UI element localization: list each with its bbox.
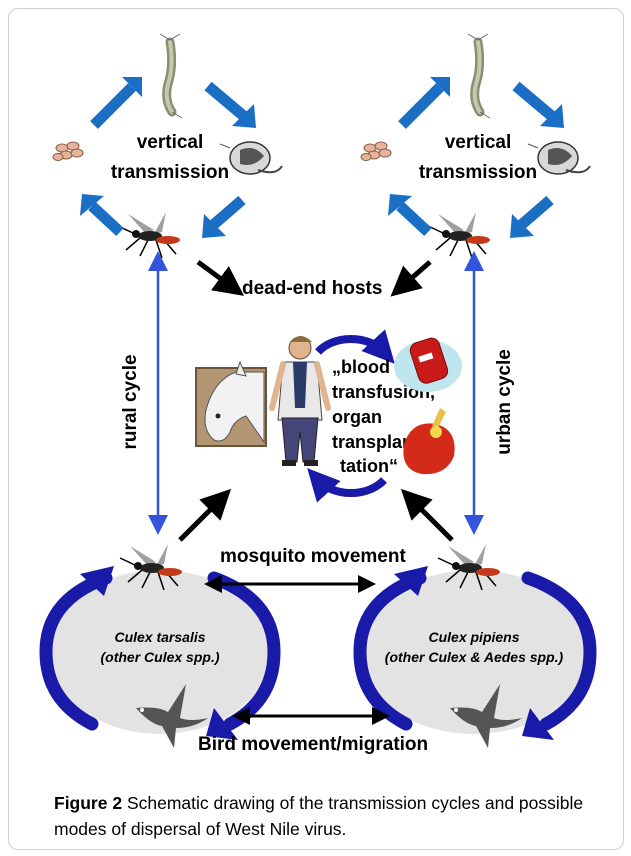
bird-movement-label: Bird movement/migration	[198, 734, 428, 755]
vertical-label-left-2: transmission	[111, 162, 229, 183]
larva-icon	[160, 34, 182, 118]
human-icon	[269, 336, 331, 466]
organ-label-3: tation“	[340, 456, 398, 476]
arrow-to-dead-end-left	[196, 259, 245, 296]
mosquito-icon	[427, 211, 491, 259]
mosquito-icon	[117, 211, 181, 259]
caption-text: Schematic drawing of the transmission cy…	[54, 793, 584, 839]
arrow-human-top	[315, 329, 395, 364]
vertical-label-left-1: vertical	[137, 132, 204, 153]
horse-icon	[195, 360, 267, 447]
blood-bag-icon	[394, 337, 462, 392]
culex-tarsalis-label: Culex tarsalis	[114, 629, 205, 645]
culex-pipiens-label: Culex pipiens	[428, 629, 519, 645]
dead-end-hosts-label: dead-end hosts	[242, 278, 382, 299]
blood-label-1: „blood	[332, 357, 390, 377]
vertical-label-right-2: transmission	[419, 162, 537, 183]
vertical-label-right-1: vertical	[445, 132, 512, 153]
pupa-icon	[527, 141, 591, 175]
transmission-diagram: vertical transmission vertical transmiss…	[39, 0, 597, 755]
figure-caption: Figure 2 Schematic drawing of the transm…	[54, 790, 614, 842]
rural-cycle-ellipse: Culex tarsalis (other Culex spp.)	[39, 566, 281, 740]
rural-cycle-label: rural cycle	[120, 354, 141, 449]
urban-cycle-ellipse: Culex pipiens (other Culex & Aedes spp.)	[353, 566, 597, 740]
larva-icon	[468, 34, 490, 118]
kidney-icon	[403, 408, 455, 475]
mosquito-movement-label: mosquito movement	[220, 546, 406, 567]
organ-label-2: transplan-	[332, 432, 419, 452]
culex-tarsalis-sub: (other Culex spp.)	[100, 649, 219, 665]
vertical-cycle-right: vertical transmission	[360, 34, 591, 259]
arrow-to-dead-end-right	[390, 260, 432, 297]
arrow-human-bottom	[307, 468, 387, 503]
organ-label-1: organ	[332, 407, 382, 427]
egg-cluster-icon	[360, 141, 392, 161]
culex-pipiens-sub: (other Culex & Aedes spp.)	[385, 649, 564, 665]
egg-cluster-icon	[52, 141, 84, 161]
vertical-cycle-left: vertical transmission	[52, 34, 283, 259]
caption-label: Figure 2	[54, 793, 123, 813]
arrow-urban-to-hosts	[400, 488, 454, 542]
pupa-icon	[219, 141, 283, 175]
arrow-rural-to-hosts	[178, 488, 232, 542]
urban-cycle-label: urban cycle	[494, 349, 515, 455]
